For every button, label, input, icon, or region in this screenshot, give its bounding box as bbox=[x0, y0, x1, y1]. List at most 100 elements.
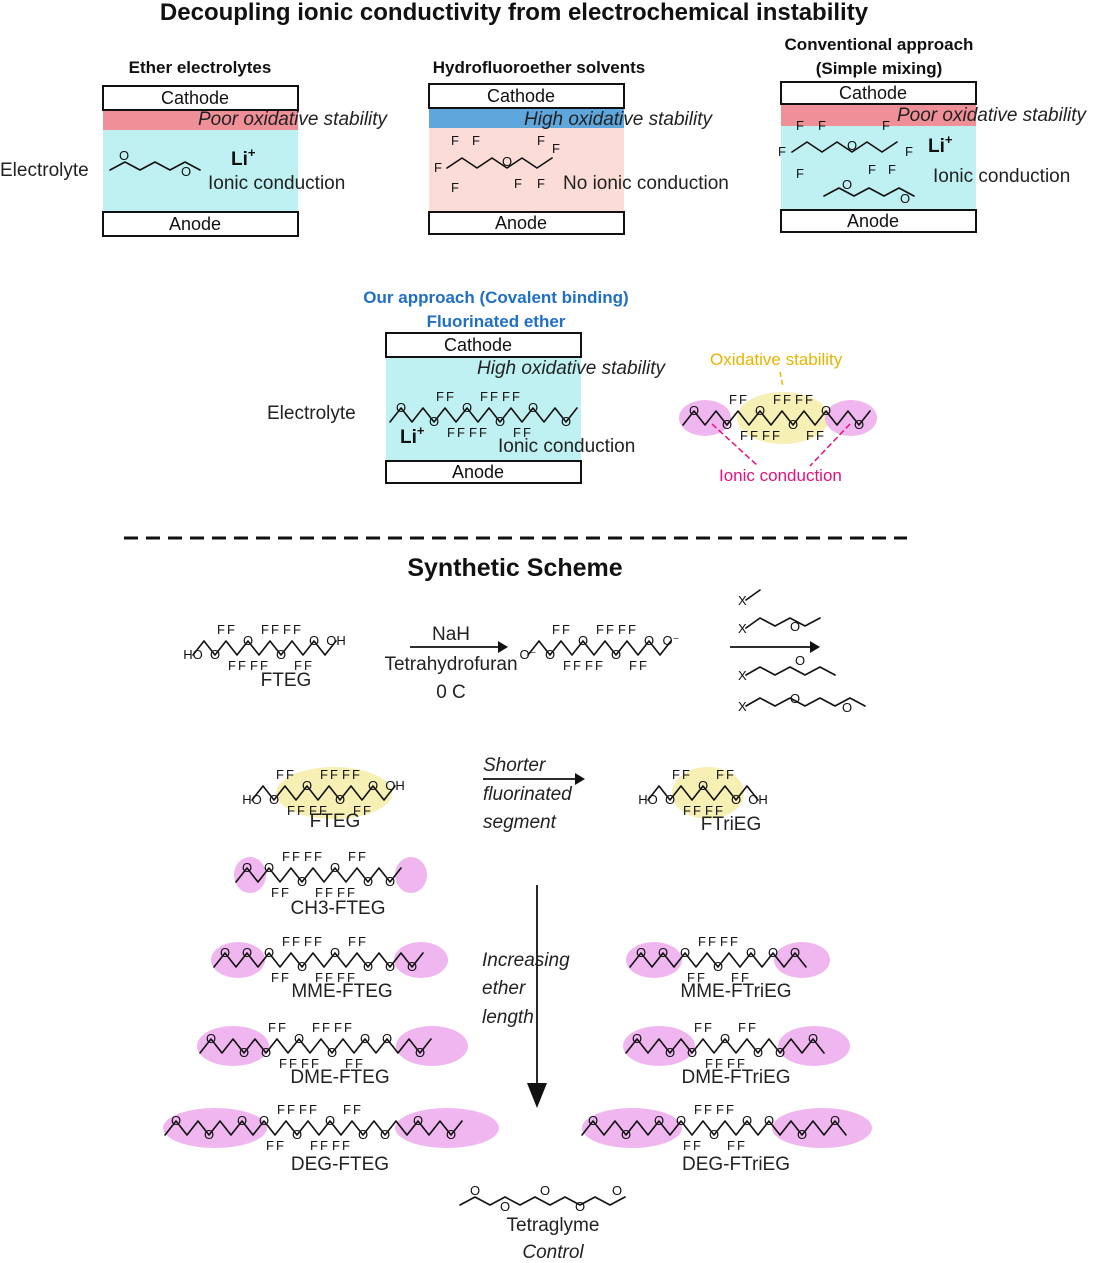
atom-o: O bbox=[297, 874, 307, 889]
anode-box bbox=[385, 460, 582, 484]
atom-f: F bbox=[737, 1056, 745, 1071]
atom-f: F bbox=[314, 934, 322, 949]
atom-f: F bbox=[708, 934, 716, 949]
arrow-head bbox=[575, 773, 585, 785]
atom-f: F bbox=[512, 389, 520, 404]
atom-o: O bbox=[768, 945, 778, 960]
panel-heading-sub: (Simple mixing) bbox=[816, 59, 943, 78]
atom-o: O bbox=[621, 1127, 631, 1142]
atom-f: F bbox=[451, 133, 459, 148]
atom-o: O bbox=[578, 633, 588, 648]
atom-o: O bbox=[242, 860, 252, 875]
atom-o: O bbox=[380, 1127, 390, 1142]
atom-ho: HO bbox=[183, 647, 203, 662]
stability-label: High oxidative stability bbox=[524, 109, 713, 130]
molecule-backbone bbox=[647, 785, 759, 801]
atom-o: O bbox=[847, 138, 857, 153]
atom-o: O bbox=[795, 653, 805, 668]
atom-f: F bbox=[704, 1102, 712, 1117]
atom-ho: HO bbox=[638, 792, 658, 807]
atom-o: O bbox=[292, 1127, 302, 1142]
ether-segment-highlight bbox=[626, 942, 682, 978]
cathode-box bbox=[385, 332, 582, 358]
compound-label: DEG-FTEG bbox=[291, 1154, 389, 1175]
panel-conventional-approach: Conventional approach (Simple mixing) Ca… bbox=[778, 35, 1088, 233]
atom-f: F bbox=[352, 767, 360, 782]
atom-f: F bbox=[606, 622, 614, 637]
atom-f: F bbox=[905, 144, 913, 159]
cathode-box bbox=[102, 85, 299, 111]
tetraglyme-molecule bbox=[459, 1196, 626, 1206]
atom-o: O bbox=[709, 1127, 719, 1142]
ether-segment-highlight bbox=[774, 942, 830, 978]
atom-oh: OH bbox=[385, 778, 405, 793]
atom-o: O bbox=[575, 1199, 585, 1214]
atom-o: O bbox=[611, 647, 621, 662]
atom-o: O bbox=[764, 1113, 774, 1128]
atom-o: O bbox=[502, 154, 512, 169]
cathode-box bbox=[428, 83, 625, 109]
atom-f: F bbox=[778, 144, 786, 159]
atom-f: F bbox=[261, 622, 269, 637]
atom-o: O bbox=[755, 403, 765, 418]
atom-o: O bbox=[470, 1183, 480, 1198]
atom-o: O bbox=[753, 1045, 763, 1060]
atom-o: O bbox=[790, 619, 800, 634]
atom-o: O bbox=[713, 959, 723, 974]
scheme-title: Synthetic Scheme bbox=[407, 554, 622, 582]
cathode-box bbox=[780, 81, 977, 105]
anode-box bbox=[102, 211, 299, 237]
atom-o: O bbox=[330, 945, 340, 960]
atom-o: O bbox=[588, 1113, 598, 1128]
atom-f: F bbox=[687, 970, 695, 985]
atom-f: F bbox=[727, 1138, 735, 1153]
compound-label: DME-FTEG bbox=[290, 1067, 389, 1088]
hfe-molecule bbox=[791, 141, 898, 153]
atom-o: O bbox=[632, 1031, 642, 1046]
atom-o: O bbox=[243, 633, 253, 648]
atom-f: F bbox=[286, 767, 294, 782]
atom-f: F bbox=[523, 425, 531, 440]
atom-f: F bbox=[347, 970, 355, 985]
ether-segment-highlight bbox=[211, 942, 265, 978]
atom-f: F bbox=[628, 622, 636, 637]
callout-leader-gold bbox=[779, 371, 784, 388]
fluorinated-segment-highlight bbox=[737, 392, 829, 444]
atom-o: O bbox=[687, 1045, 697, 1060]
solvent-label: Tetrahydrofuran bbox=[384, 654, 517, 675]
atom-o: O bbox=[237, 1113, 247, 1128]
atom-f: F bbox=[480, 389, 488, 404]
atom-o: O bbox=[242, 945, 252, 960]
atom-o: O bbox=[676, 1113, 686, 1128]
atom-ho: HO bbox=[242, 792, 262, 807]
atom-f: F bbox=[469, 425, 477, 440]
atom-o: O bbox=[720, 1031, 730, 1046]
conduction-label: Ionic conduction bbox=[498, 436, 635, 457]
atom-f: F bbox=[309, 1102, 317, 1117]
atom-f: F bbox=[514, 176, 522, 191]
atom-f: F bbox=[325, 970, 333, 985]
atom-o: O bbox=[360, 1031, 370, 1046]
atom-f: F bbox=[238, 658, 246, 673]
atom-f: F bbox=[276, 767, 284, 782]
atom-f: F bbox=[283, 622, 291, 637]
molecule-backbone bbox=[682, 410, 871, 426]
atom-f: F bbox=[741, 970, 749, 985]
atom-o: O bbox=[382, 1031, 392, 1046]
atom-f: F bbox=[698, 934, 706, 949]
atom-x: X bbox=[738, 621, 747, 636]
atom-o: O bbox=[358, 1127, 368, 1142]
atom-f: F bbox=[639, 658, 647, 673]
panel-heading: Ether electrolytes bbox=[129, 58, 272, 77]
atom-f: F bbox=[304, 934, 312, 949]
atom-f: F bbox=[343, 1102, 351, 1117]
atom-o: O bbox=[206, 1031, 216, 1046]
atom-f: F bbox=[363, 803, 371, 818]
atom-f: F bbox=[472, 133, 480, 148]
atom-o: O bbox=[415, 1045, 425, 1060]
atom-f: F bbox=[479, 425, 487, 440]
